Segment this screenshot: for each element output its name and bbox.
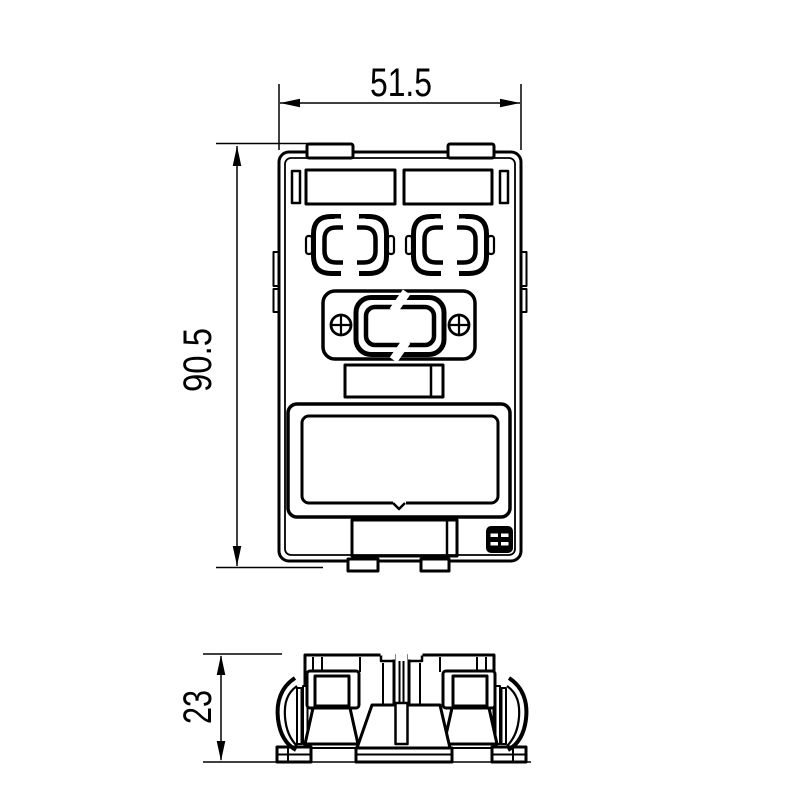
- cable-clamp-opening-right: [404, 214, 496, 276]
- lower-window: [286, 402, 512, 519]
- arrowhead-right: [500, 98, 520, 108]
- screw-head-left: [329, 313, 353, 337]
- clip-inner-curve: [283, 685, 298, 747]
- logo-mark-icon: [486, 526, 513, 553]
- cable-clamp-opening-left: [304, 214, 396, 276]
- window-inner-outline: [300, 414, 500, 505]
- mounting-tab-top-right: [446, 142, 496, 160]
- tower-step-left: [379, 655, 394, 663]
- side-view: 23: [176, 651, 531, 764]
- clip-outer-curve: [275, 676, 298, 752]
- clamp-inner-left-half: [322, 225, 343, 265]
- clamp-side-bump: [486, 234, 496, 256]
- housing-outer-outline: [277, 150, 523, 563]
- side-strip-left: [290, 169, 302, 205]
- side-latch-left: [272, 288, 281, 313]
- arrowhead-up: [232, 146, 242, 166]
- logo-dash: [501, 533, 509, 537]
- clamp-inner-right-half: [457, 225, 478, 265]
- clamp-side-bump: [404, 234, 414, 256]
- logo-background: [486, 526, 513, 553]
- screw-head-right: [447, 313, 471, 337]
- arrowhead-left: [280, 98, 300, 108]
- clamp-outer-left-half: [411, 214, 441, 276]
- plate-opening-inner-ring: [363, 304, 437, 348]
- center-post: [394, 701, 409, 746]
- arrowhead-down: [232, 546, 242, 566]
- side-latch-right: [519, 288, 528, 313]
- clamp-notch: [359, 218, 366, 225]
- arrowhead-down: [216, 741, 226, 761]
- step-gap: [408, 651, 423, 660]
- label-slot: [350, 518, 459, 558]
- spring-bar-right: [500, 687, 507, 745]
- clamp-inner-right-half: [357, 225, 378, 265]
- height-dimension-label: 90.5: [176, 328, 220, 392]
- spring-clip-left: [275, 676, 298, 752]
- center-slot: [343, 363, 445, 399]
- window-outer-outline: [286, 402, 512, 519]
- clip-outer-curve: [506, 676, 529, 752]
- spring-bar-left: [296, 687, 303, 745]
- depth-dimension-label: 23: [176, 690, 220, 724]
- clamp-outer-left-half: [311, 214, 341, 276]
- latch-block-right: [451, 674, 489, 708]
- side-strip-right: [498, 169, 510, 205]
- side-body: [275, 651, 529, 764]
- window-notch-gap: [393, 500, 406, 506]
- clamp-notch: [334, 218, 341, 225]
- step-gap: [380, 651, 395, 660]
- front-body: [272, 142, 528, 573]
- clamp-side-bump: [304, 234, 314, 256]
- clamp-outer-right-half: [459, 214, 489, 276]
- spring-clip-right: [506, 676, 529, 752]
- clip-inner-curve: [506, 685, 521, 747]
- latch-foot-right: [442, 706, 499, 746]
- depth-dimension: 23: [176, 653, 531, 763]
- mounting-tab-bottom-right: [419, 557, 451, 573]
- logo-dash: [501, 542, 509, 546]
- height-dimension: 90.5: [176, 142, 323, 569]
- clamp-notch: [459, 218, 466, 225]
- connector-plate: [321, 289, 477, 363]
- width-dimension-label: 51.5: [370, 61, 432, 105]
- logo-dash: [490, 542, 498, 546]
- logo-dash: [490, 533, 498, 537]
- top-slot-right: [402, 168, 494, 206]
- side-latch-right: [519, 251, 528, 287]
- ring-gap: [389, 338, 411, 363]
- foot-right: [490, 745, 528, 764]
- mounting-tab-top-left: [305, 142, 355, 160]
- front-view: 51.5 90.5: [176, 61, 528, 573]
- clamp-outer-right-half: [359, 214, 389, 276]
- arrowhead-up: [216, 655, 226, 675]
- clamp-notch: [434, 218, 441, 225]
- latch-foot-left: [303, 706, 360, 746]
- side-latch-left: [272, 251, 281, 287]
- clamp-side-bump: [386, 234, 396, 256]
- window-notch: [392, 502, 406, 511]
- clamp-inner-left-half: [422, 225, 443, 265]
- latch-block-left: [313, 674, 351, 708]
- ring-gap: [389, 289, 411, 314]
- tower-step-right: [409, 655, 424, 663]
- width-dimension: 51.5: [278, 61, 522, 150]
- top-slot-left: [304, 168, 397, 206]
- mounting-tab-bottom-left: [346, 557, 380, 573]
